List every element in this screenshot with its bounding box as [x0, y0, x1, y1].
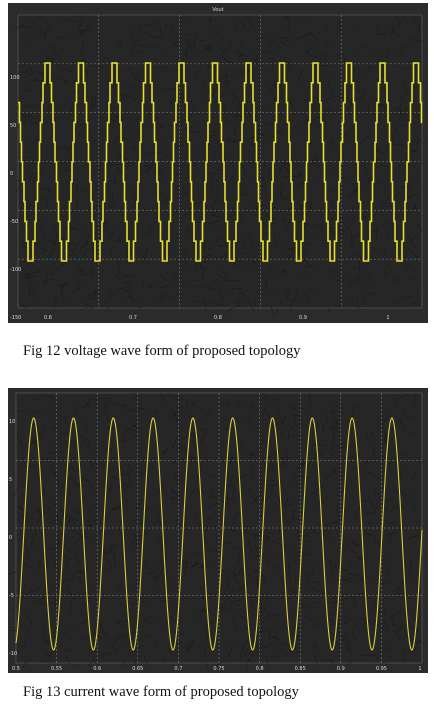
current-waveform-chart: 10 5 0 -5 -10 0.5 0.55 0.6 0.65 0.7 0.75 0.8 0.85 0.9… — [8, 388, 428, 673]
figure-12-caption: Fig 12 voltage wave form of proposed top… — [23, 343, 301, 359]
y-tick-label: 5 — [9, 477, 12, 483]
x-tick-label: 0.9 — [337, 666, 345, 672]
x-tick-label: 0.75 — [213, 666, 224, 672]
y-tick-label: -100 — [10, 267, 21, 273]
current-series-line — [15, 417, 423, 651]
y-tick-label: -10 — [9, 651, 17, 657]
x-tick-label: 0.8 — [214, 315, 222, 321]
current-scope-plot: 10 5 0 -5 -10 0.5 0.55 0.6 0.65 0.7 0.75 0.8 0.85 0.9… — [8, 388, 428, 673]
y-tick-label: 50 — [10, 123, 16, 129]
y-tick-label: -50 — [10, 219, 18, 225]
x-tick-label: 0.6 — [44, 315, 52, 321]
x-tick-label: 0.7 — [174, 666, 182, 672]
y-tick-label: 0 — [9, 535, 12, 541]
voltage-waveform-chart: Vout 100 50 0 -50 -100 -150 0.6 0.7 0.8 0.9 1 — [8, 3, 428, 323]
x-tick-label: 0.6 — [93, 666, 101, 672]
x-tick-label: 0.55 — [51, 666, 62, 672]
scope-title: Vout — [212, 7, 223, 13]
x-tick-label: 0.8 — [256, 666, 264, 672]
x-tick-label: 1 — [418, 666, 421, 672]
x-tick-label: 1 — [386, 315, 389, 321]
y-tick-label: 10 — [9, 419, 15, 425]
voltage-scope-plot: Vout 100 50 0 -50 -100 -150 0.6 0.7 0.8 0.9 1 — [8, 3, 428, 323]
y-tick-label: 0 — [10, 171, 13, 177]
x-tick-label: 0.5 — [12, 666, 20, 672]
voltage-series-line — [18, 62, 423, 262]
x-tick-label: 0.85 — [295, 666, 306, 672]
figure-13-caption: Fig 13 current wave form of proposed top… — [23, 684, 299, 700]
y-tick-label: -5 — [9, 593, 14, 599]
x-tick-label: 0.95 — [376, 666, 387, 672]
y-tick-label: 100 — [10, 75, 20, 81]
x-tick-label: 0.7 — [129, 315, 137, 321]
y-tick-label: -150 — [10, 315, 21, 321]
x-tick-label: 0.65 — [132, 666, 143, 672]
x-tick-label: 0.9 — [299, 315, 307, 321]
